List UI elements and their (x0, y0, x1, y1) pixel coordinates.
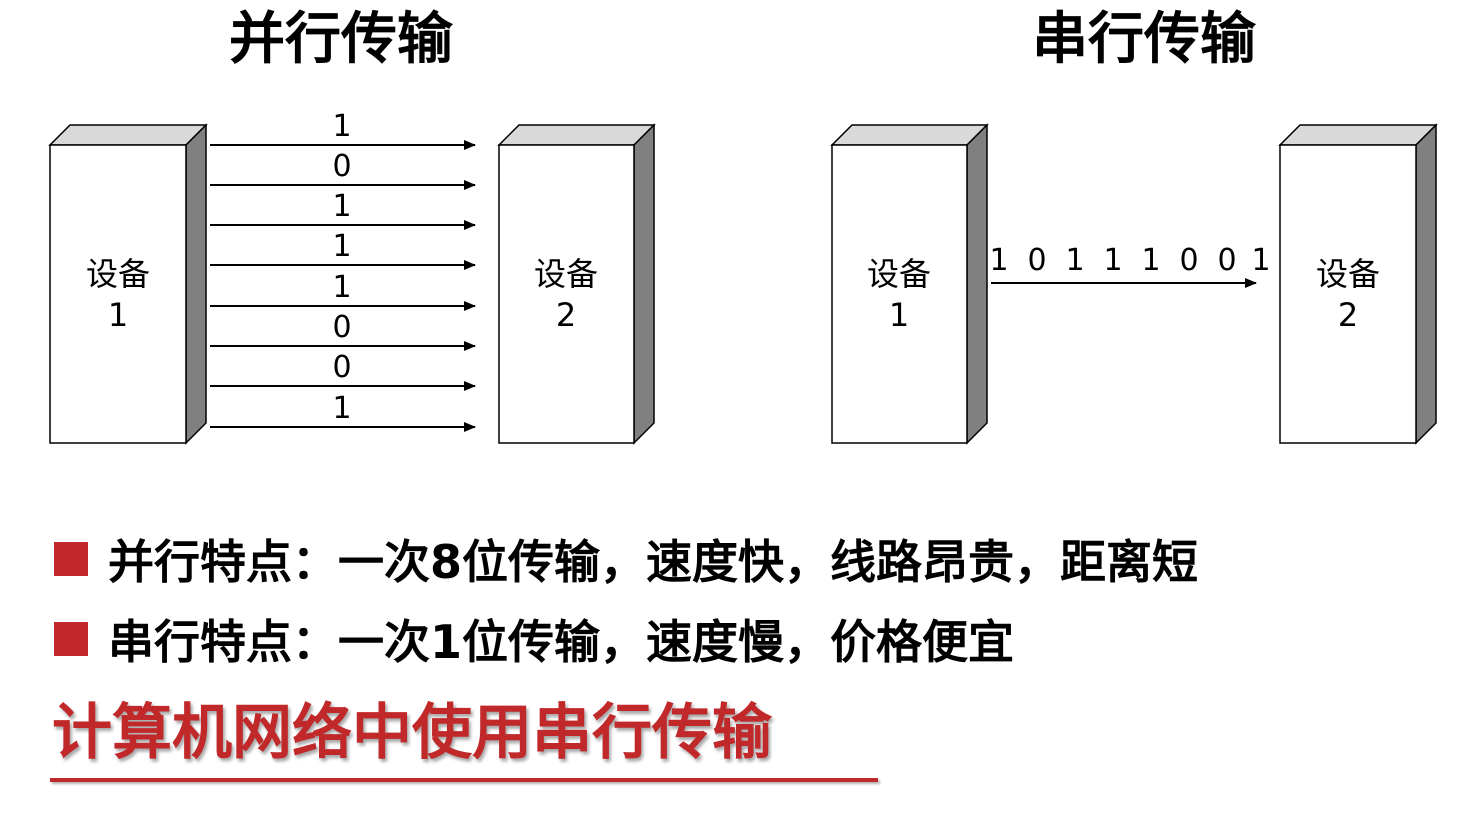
bullet-parallel: 并行特点：一次8位传输，速度快，线路昂贵，距离短 (54, 527, 1198, 591)
parallel-bit-8: 1 (332, 391, 351, 426)
serial-device-1-label: 设备 (867, 255, 931, 293)
serial-device-1: 设备 1 (830, 123, 989, 445)
parallel-device-2: 设备 2 (497, 123, 656, 445)
parallel-wires: 1 0 1 1 1 0 0 1 (210, 109, 476, 432)
bullet-parallel-text: 并行特点：一次8位传输，速度快，线路昂贵，距离短 (108, 535, 1199, 589)
serial-device-2-number: 2 (1338, 296, 1358, 334)
serial-bit-4: 1 (1103, 243, 1122, 278)
bullet-square-icon (54, 622, 88, 656)
transmission-diagram: 设备 1 设备 2 1 0 1 1 1 0 0 1 设备 1 (48, 109, 1438, 445)
conclusion-heading: 计算机网络中使用串行传输 (52, 698, 772, 768)
bullet-square-icon (54, 542, 88, 576)
parallel-device-1-number: 1 (108, 296, 128, 334)
parallel-bit-5: 1 (332, 270, 351, 305)
bullet-serial-text: 串行特点：一次1位传输，速度慢，价格便宜 (108, 615, 1015, 669)
serial-title: 串行传输 (1032, 7, 1256, 72)
serial-wire-group: 1 0 1 1 1 0 0 1 (989, 243, 1271, 288)
parallel-bit-3: 1 (332, 189, 351, 224)
bullet-serial: 串行特点：一次1位传输，速度慢，价格便宜 (54, 607, 1014, 671)
parallel-bit-6: 0 (332, 310, 351, 345)
parallel-device-1: 设备 1 (48, 123, 208, 445)
serial-bit-3: 1 (1065, 243, 1084, 278)
serial-bit-6: 0 (1179, 243, 1198, 278)
parallel-bit-2: 0 (332, 149, 351, 184)
parallel-bit-1: 1 (332, 109, 351, 144)
serial-device-2-label: 设备 (1316, 255, 1380, 293)
parallel-device-2-label: 设备 (534, 255, 598, 293)
conclusion-underline (50, 778, 878, 782)
serial-bit-5: 1 (1141, 243, 1160, 278)
serial-device-1-number: 1 (889, 296, 909, 334)
parallel-bit-7: 0 (332, 350, 351, 385)
serial-bit-8: 1 (1251, 243, 1270, 278)
parallel-device-2-number: 2 (556, 296, 576, 334)
serial-device-2: 设备 2 (1278, 123, 1438, 445)
parallel-bit-4: 1 (332, 229, 351, 264)
serial-bit-1: 1 (989, 243, 1008, 278)
serial-bit-2: 0 (1027, 243, 1046, 278)
serial-bit-7: 0 (1217, 243, 1236, 278)
parallel-title: 并行传输 (229, 7, 453, 72)
parallel-device-1-label: 设备 (86, 255, 150, 293)
